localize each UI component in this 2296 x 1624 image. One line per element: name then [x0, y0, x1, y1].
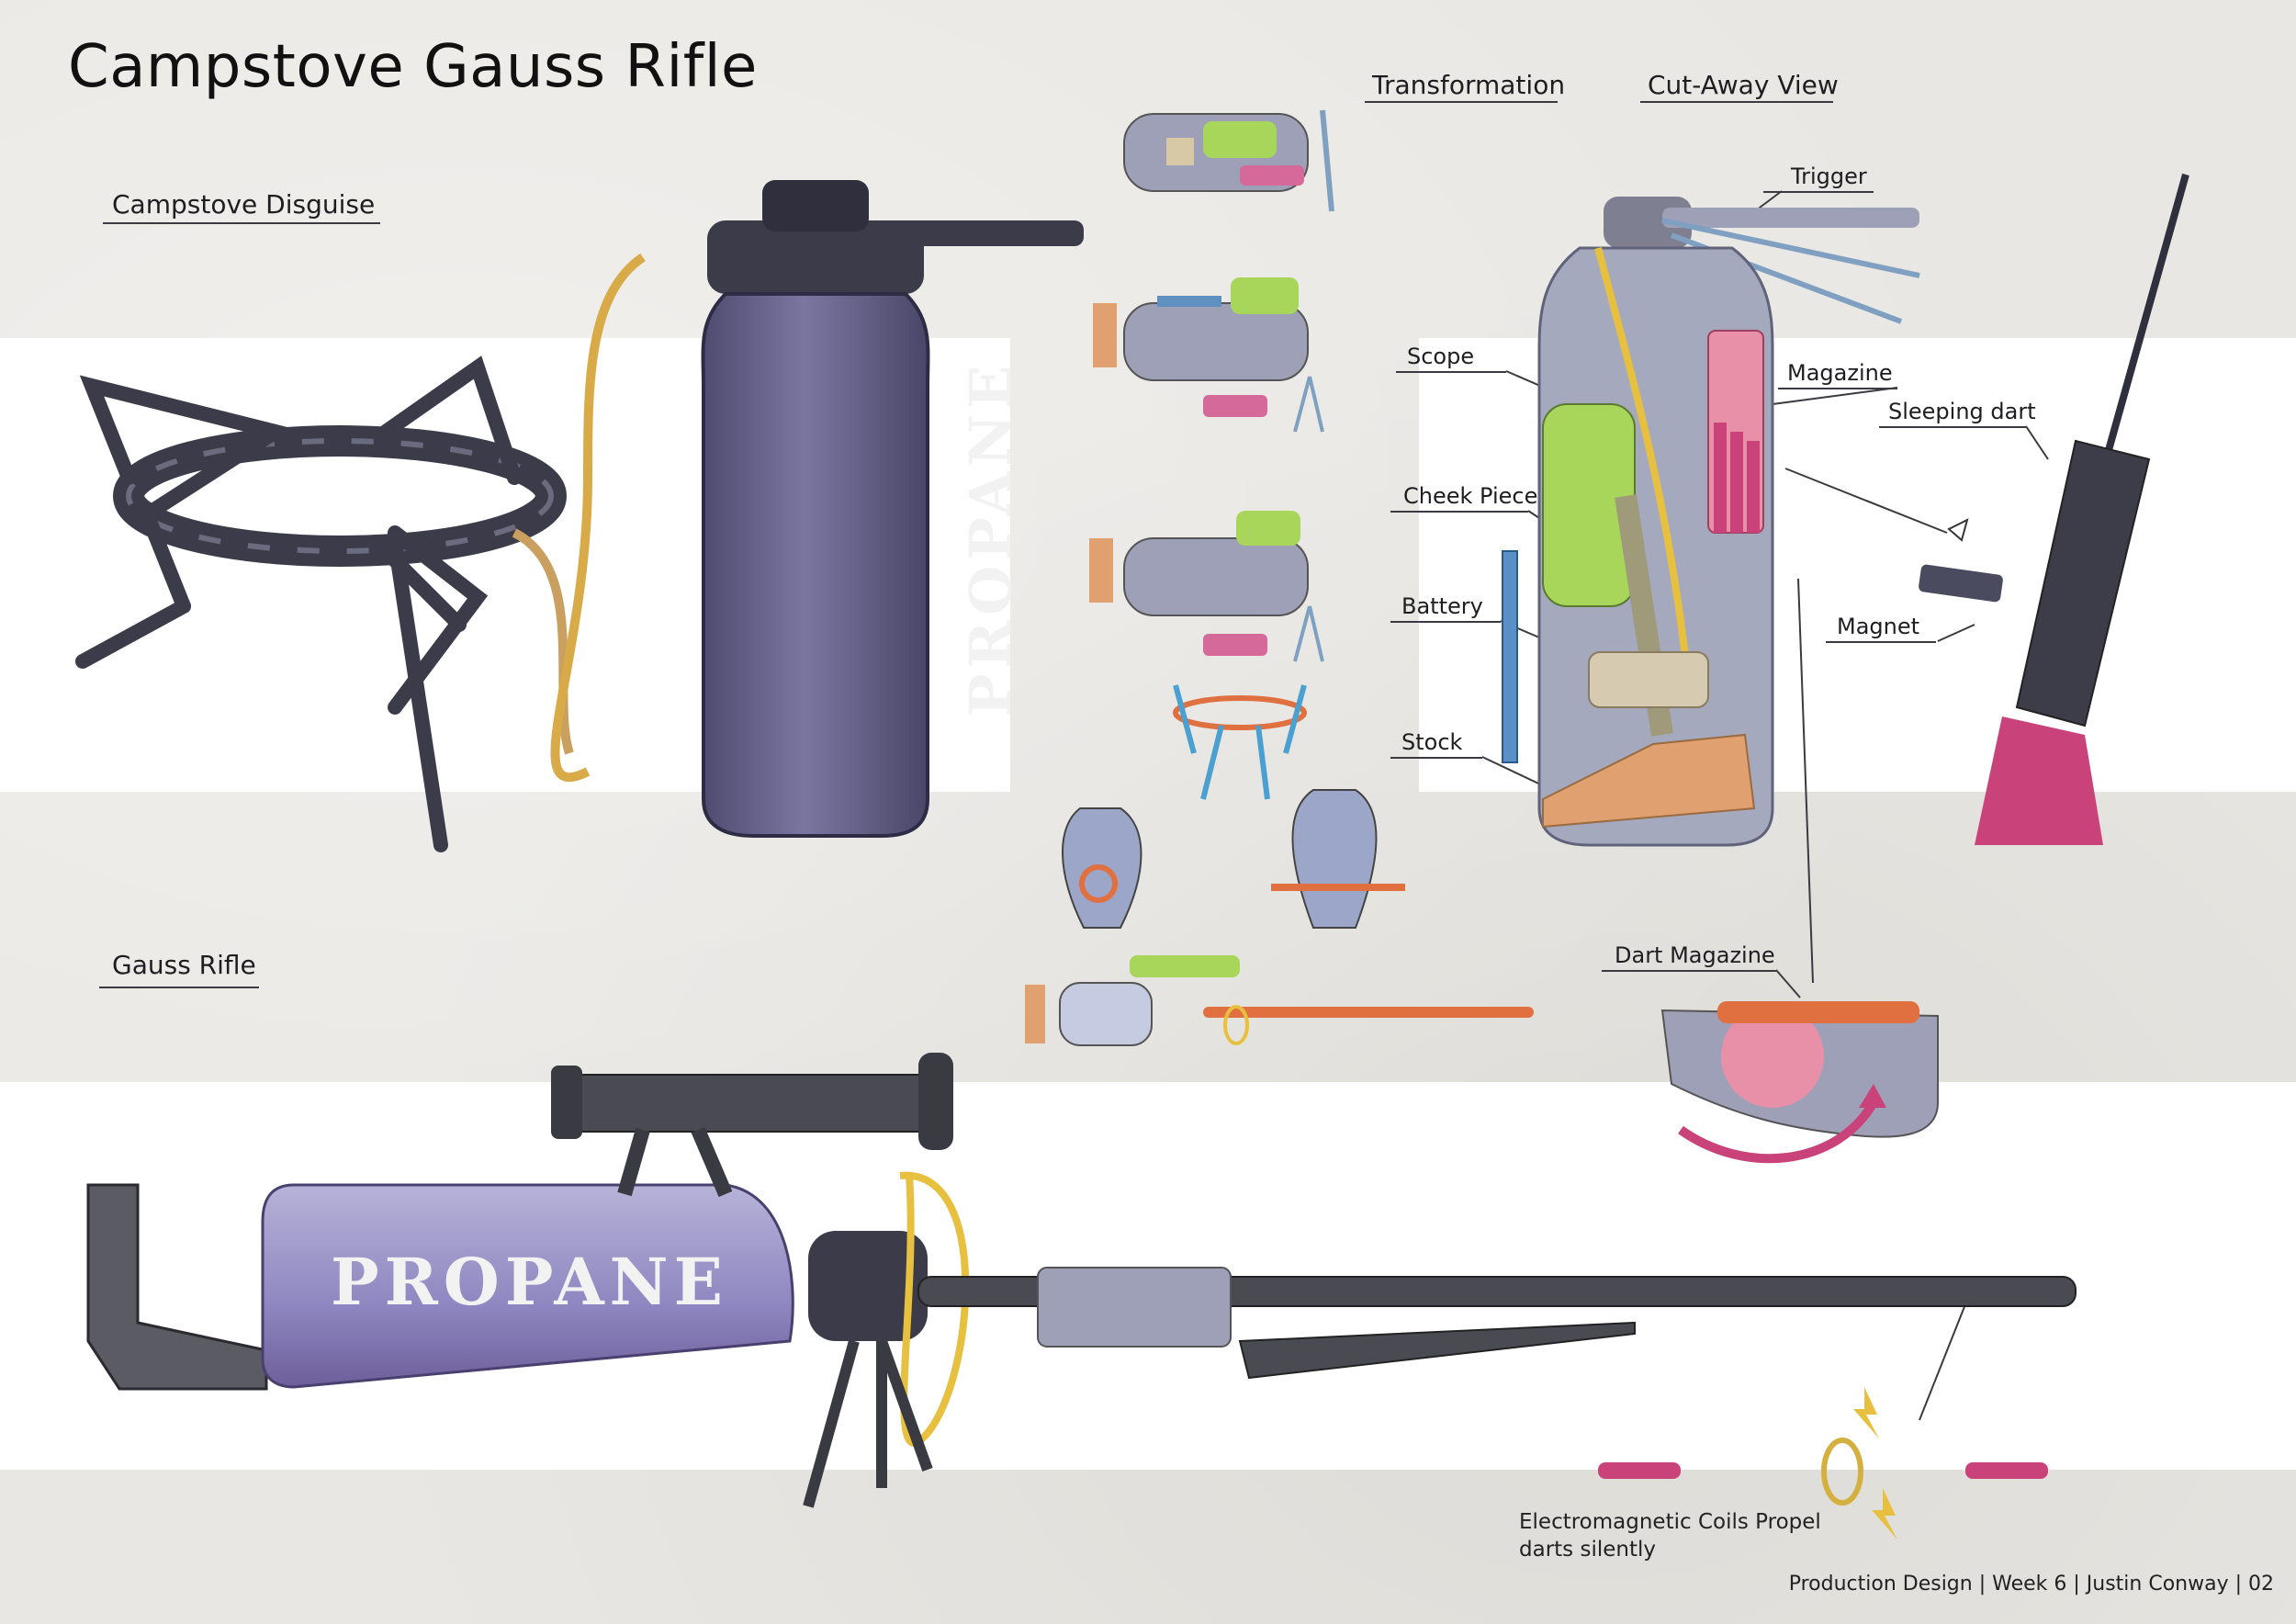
- tank-stencil: PROPANE: [957, 360, 1024, 716]
- callout-sleeping-dart: Sleeping dart: [1888, 399, 2036, 424]
- rifle-tank-stencil: PROPANE: [331, 1244, 728, 1320]
- caption-note: Electromagnetic Coils Propel darts silen…: [1519, 1508, 1905, 1563]
- transform-step-2: [1093, 277, 1324, 433]
- callout-stock: Stock: [1401, 729, 1463, 755]
- callout-magnet: Magnet: [1837, 614, 1920, 639]
- underline: [1763, 191, 1874, 193]
- section-heading-gauss-rifle: Gauss Rifle: [112, 950, 256, 980]
- underline: [1602, 970, 1776, 972]
- transform-step-1: [1123, 109, 1334, 212]
- section-heading-campstove-disguise: Campstove Disguise: [112, 189, 376, 220]
- underline: [99, 987, 259, 988]
- transformation-sequence: [1025, 109, 1534, 1046]
- underline: [103, 222, 380, 224]
- page-title: Campstove Gauss Rifle: [68, 33, 758, 101]
- caption-line-1: Electromagnetic Coils Propel: [1519, 1510, 1821, 1534]
- callout-magazine: Magazine: [1787, 360, 1893, 386]
- underline: [1396, 371, 1506, 373]
- callout-cheek-piece: Cheek Piece: [1403, 483, 1538, 509]
- callout-scope: Scope: [1407, 344, 1475, 369]
- transform-character-left: [1062, 807, 1142, 929]
- underline: [1640, 101, 1833, 103]
- gauss-rifle-drawing: PROPANE: [86, 1053, 2077, 1539]
- campstove-stand-drawing: [75, 355, 574, 852]
- transform-character-right: [1271, 789, 1405, 929]
- section-heading-transformation: Transformation: [1372, 70, 1566, 100]
- transform-step-3: [1089, 511, 1324, 662]
- underline: [1879, 426, 2026, 428]
- underline: [1826, 641, 1936, 643]
- dart-projectile: [1598, 1462, 2048, 1479]
- caption-line-2: darts silently: [1519, 1538, 1656, 1562]
- underline: [1390, 621, 1501, 623]
- cutaway-tank-drawing: [1502, 197, 1920, 847]
- footer-credit: Production Design | Week 6 | Justin Conw…: [1788, 1573, 2274, 1596]
- lightning-icon: [1872, 1488, 1897, 1539]
- underline: [1390, 757, 1482, 759]
- propane-tank-drawing: PROPANE: [550, 180, 1084, 838]
- transform-step-4-stand: [1173, 684, 1307, 800]
- callout-battery: Battery: [1401, 593, 1483, 619]
- underline: [1390, 511, 1528, 513]
- lightning-icon: [1853, 1387, 1879, 1438]
- dart-magazine-drawing: [1660, 1001, 1939, 1164]
- underline: [1778, 388, 1897, 389]
- callout-trigger: Trigger: [1791, 164, 1867, 189]
- sleeping-dart-drawing: [1919, 173, 2189, 845]
- section-heading-cutaway-view: Cut-Away View: [1648, 70, 1839, 100]
- transform-step-final-rifle: [1025, 955, 1534, 1046]
- underline: [1365, 101, 1558, 103]
- callout-dart-magazine: Dart Magazine: [1615, 942, 1775, 968]
- coil-icon: [1821, 1438, 1863, 1506]
- magnet-icon: [1919, 564, 2003, 603]
